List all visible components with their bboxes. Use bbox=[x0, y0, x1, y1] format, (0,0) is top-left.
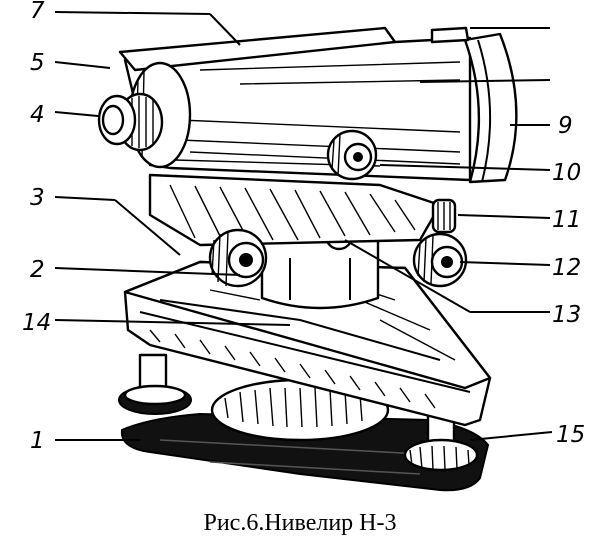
label-5: 5 bbox=[30, 50, 45, 76]
telescope-support bbox=[148, 173, 442, 247]
figure-caption: Рис.6.Нивелир Н-3 bbox=[203, 510, 397, 536]
label-1: 1 bbox=[30, 428, 45, 454]
elevating-screw-knob bbox=[208, 228, 268, 288]
label-12: 12 bbox=[552, 255, 581, 281]
base-plate bbox=[120, 412, 490, 492]
label-13: 13 bbox=[552, 302, 581, 328]
label-4: 4 bbox=[30, 102, 45, 128]
label-15: 15 bbox=[556, 422, 585, 448]
label-14: 14 bbox=[22, 310, 51, 336]
tribrach bbox=[123, 260, 492, 427]
focusing-knob-11 bbox=[431, 198, 457, 234]
label-11: 11 bbox=[552, 207, 581, 233]
foot-screw-right bbox=[403, 403, 479, 472]
leader-lines bbox=[54, 11, 553, 441]
telescope-tube bbox=[118, 26, 518, 184]
label-2: 2 bbox=[30, 257, 45, 283]
level-illustration: 7 5 4 3 2 14 1 9 10 11 12 13 15 bbox=[22, 0, 585, 492]
eyepiece bbox=[97, 92, 164, 152]
label-3: 3 bbox=[30, 185, 45, 211]
right-screw-knob bbox=[412, 232, 468, 288]
label-7: 7 bbox=[30, 0, 45, 24]
focusing-knob-10 bbox=[326, 129, 378, 181]
label-10: 10 bbox=[552, 160, 581, 186]
callout-labels: 7 5 4 3 2 14 1 9 10 11 12 13 15 bbox=[22, 0, 585, 454]
label-9: 9 bbox=[558, 113, 573, 139]
foot-screw-left bbox=[118, 353, 192, 415]
